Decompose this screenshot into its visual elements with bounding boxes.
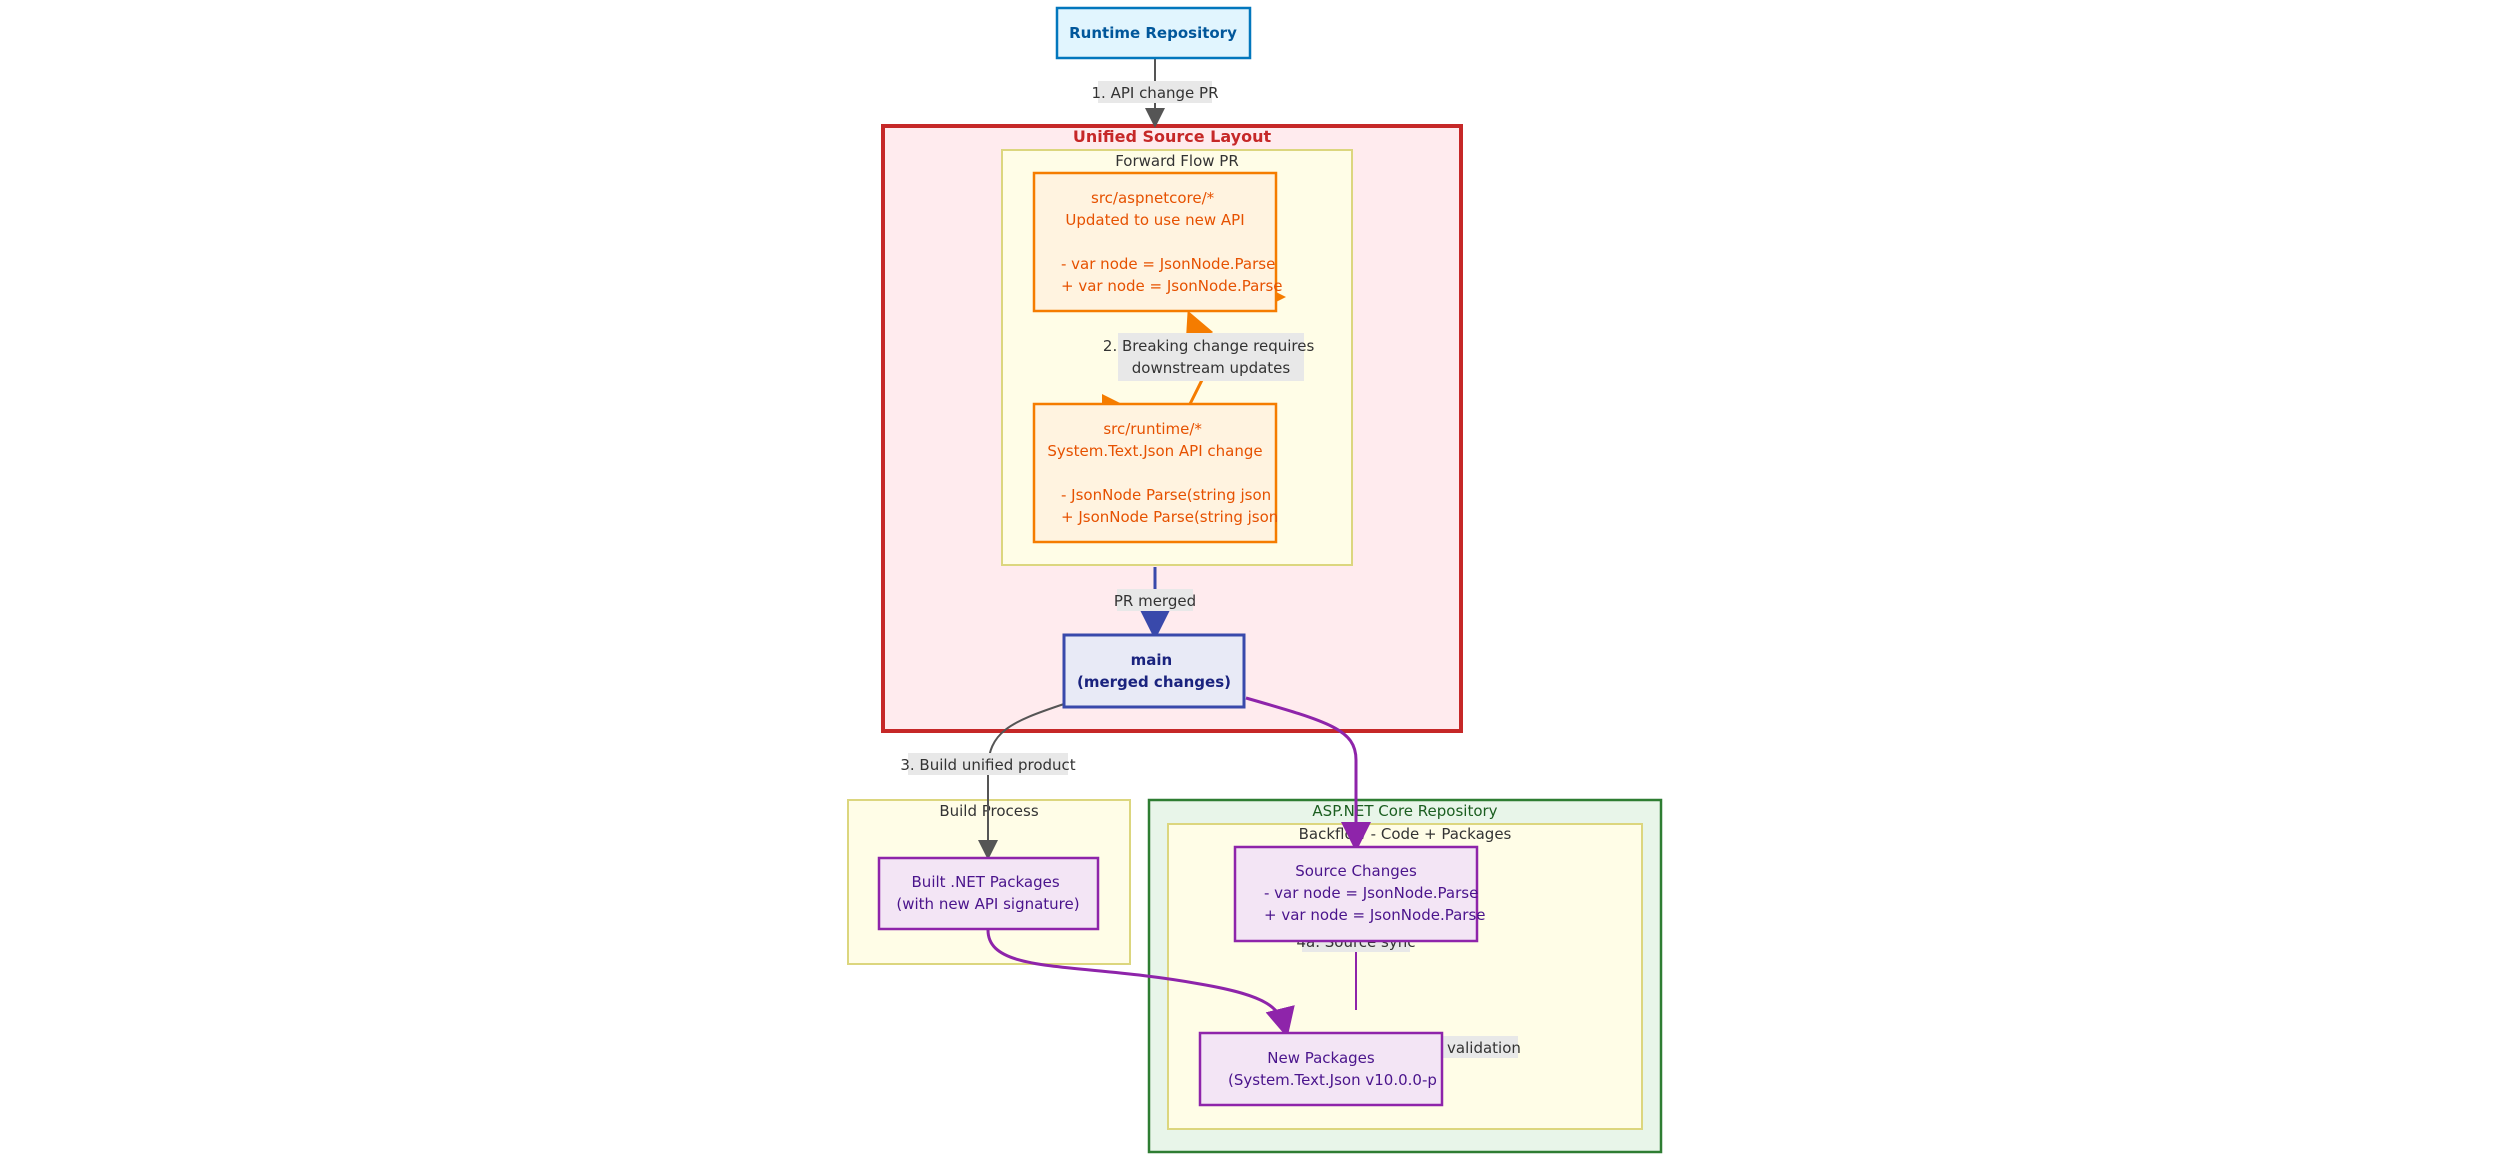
svg-text:- var node = JsonNode.Parse: - var node = JsonNode.Parse + var node =…	[1264, 884, 1486, 924]
node-source-changes[interactable]: Source Changes - var node = JsonNode.Par…	[1233, 845, 1486, 943]
node-main[interactable]: main (merged changes)	[1062, 633, 1246, 709]
svg-text:- var node = JsonNode.Parse: - var node = JsonNode.Parse + var node =…	[1061, 255, 1283, 295]
svg-text:3. Build unified product: 3. Build unified product	[900, 756, 1075, 774]
svg-text:New Packages: New Packages	[1267, 1049, 1375, 1067]
node-built-packages[interactable]: Built .NET Packages (with new API signat…	[877, 856, 1100, 931]
node-src-runtime[interactable]: src/runtime/* System.Text.Json API chang…	[1032, 402, 1278, 544]
svg-text:Source Changes: Source Changes	[1295, 862, 1417, 880]
node-src-aspnetcore[interactable]: src/aspnetcore/* Updated to use new API …	[1032, 171, 1283, 313]
edge-label-api-change: 1. API change PR	[1091, 81, 1219, 103]
svg-text:main (merged changes): main (merged changes)	[1077, 651, 1231, 691]
aspnet-core-repository-title: ASP.NET Core Repository	[1312, 802, 1497, 820]
svg-text:Runtime Repository: Runtime Repository	[1069, 24, 1237, 42]
svg-text:2. Breaking change requires: 2. Breaking change requires downstream u…	[1103, 337, 1319, 377]
svg-text:(System.Text.Json v10.0.0-p: (System.Text.Json v10.0.0-p	[1228, 1071, 1437, 1089]
edge-label-build-unified: 3. Build unified product	[900, 753, 1076, 775]
svg-text:PR merged: PR merged	[1114, 592, 1196, 610]
svg-text:src/aspnetcore/* Updated: src/aspnetcore/* Updated to use new API	[1065, 189, 1244, 229]
edge-main-to-source-changes	[1245, 696, 1371, 852]
build-process-title: Build Process	[939, 802, 1039, 820]
svg-text:src/runtime/* System.Tex: src/runtime/* System.Text.Json API chang…	[1047, 420, 1262, 460]
unified-source-layout-title: Unified Source Layout	[1073, 127, 1272, 146]
svg-text:Built .NET Packages (wit: Built .NET Packages (with new API signat…	[896, 873, 1079, 913]
node-runtime-repository[interactable]: Runtime Repository	[1055, 6, 1252, 60]
node-new-packages[interactable]: New Packages (System.Text.Json v10.0.0-p	[1198, 1031, 1444, 1107]
edge-packages-to-new-packages	[986, 929, 1295, 1038]
edge-label-validation: e validation	[1433, 1036, 1521, 1058]
svg-text:- JsonNode Parse(string json: - JsonNode Parse(string json + JsonNode …	[1061, 486, 1278, 526]
edge-label-breaking-change: 2. Breaking change requires downstream u…	[1103, 333, 1319, 381]
svg-text:e validation: e validation	[1433, 1039, 1521, 1057]
backflow-title: Backflow - Code + Packages	[1299, 825, 1512, 843]
svg-text:1. API change PR: 1. API change PR	[1091, 84, 1218, 102]
edge-label-pr-merged: PR merged	[1114, 589, 1196, 611]
forward-flow-pr-title: Forward Flow PR	[1115, 152, 1239, 170]
